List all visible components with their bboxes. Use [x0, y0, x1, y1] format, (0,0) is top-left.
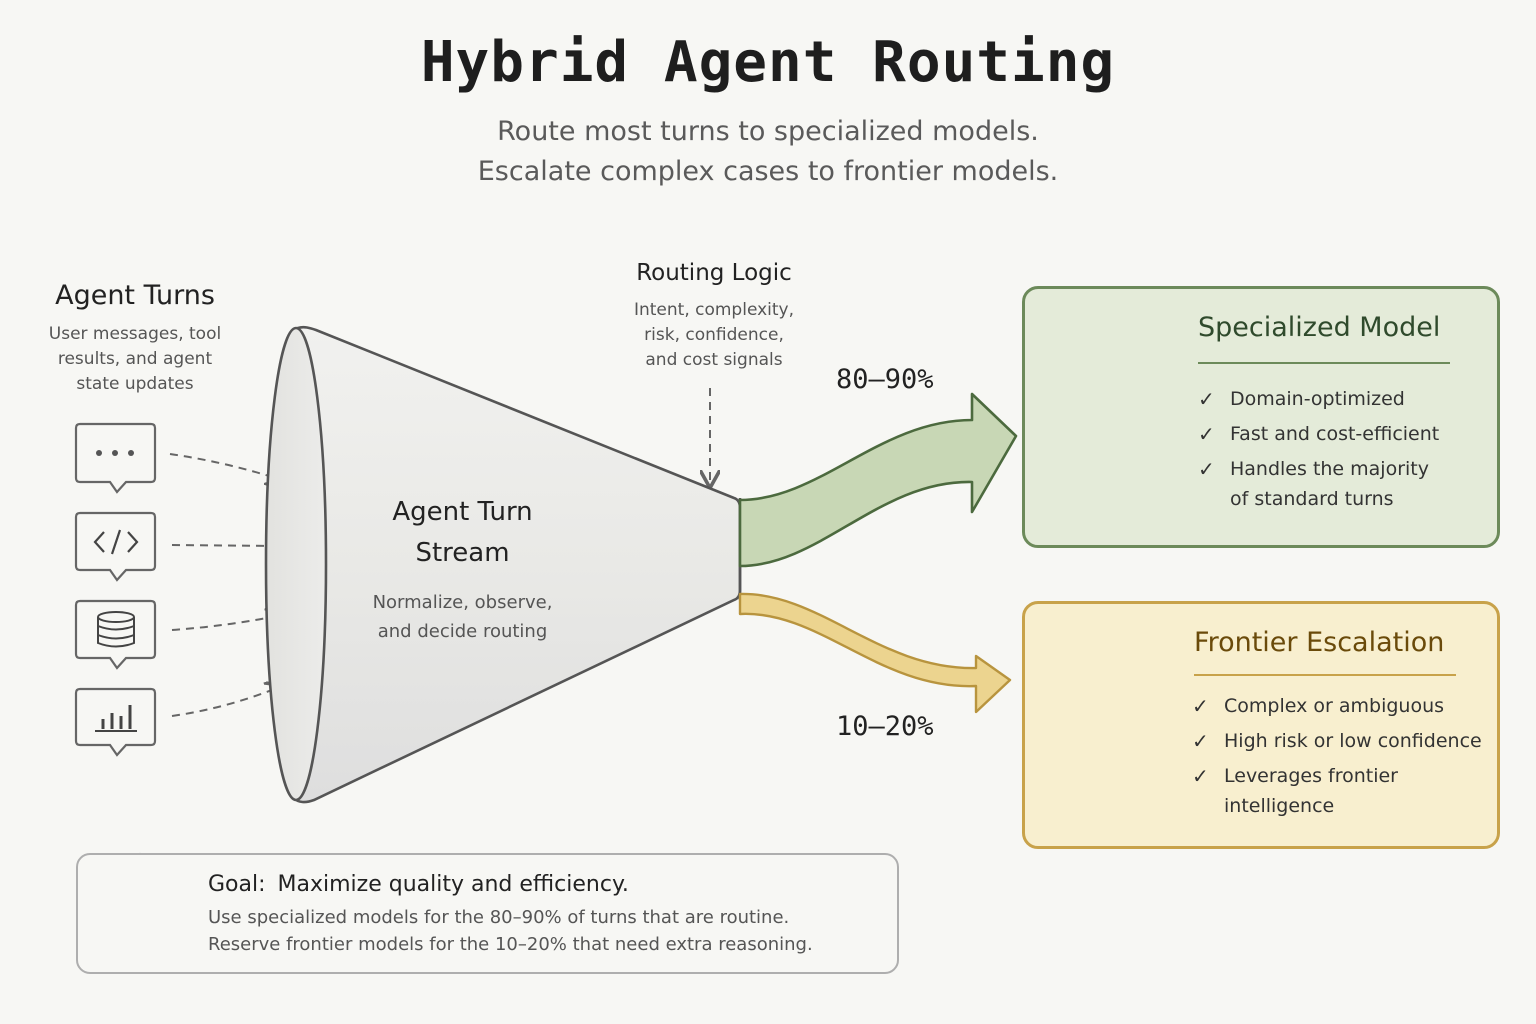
frontier-route-arrow [738, 592, 1012, 714]
specialized-share-label: 80–90% [836, 364, 934, 395]
subtitle-line-2: Escalate complex cases to frontier model… [477, 156, 1059, 187]
list-item: ✓ High risk or low confidence [1192, 726, 1492, 756]
agent-turns-desc-line: state updates [76, 374, 194, 394]
list-item-label: intelligence [1224, 795, 1335, 817]
check-icon: ✓ [1192, 694, 1209, 718]
goal-headline-text: Maximize quality and efficiency. [277, 872, 629, 897]
list-item: ✓ Fast and cost-efficient [1198, 419, 1488, 449]
list-item-label: Fast and cost-efficient [1230, 423, 1440, 445]
funnel-title-line: Stream [415, 538, 510, 568]
check-icon: ✓ [1198, 457, 1215, 481]
routing-logic-description: Intent, complexity, risk, confidence, an… [600, 298, 828, 373]
goal-label: Goal: [208, 872, 266, 897]
list-item-label: Domain-optimized [1230, 388, 1405, 410]
specialized-model-list: ✓ Domain-optimized ✓ Fast and cost-efficie… [1198, 384, 1488, 519]
list-item-label: Complex or ambiguous [1224, 695, 1445, 717]
check-icon: ✓ [1198, 387, 1215, 411]
list-item: ✓ Domain-optimized [1198, 384, 1488, 414]
specialized-route-arrow [738, 392, 1018, 568]
funnel-title: Agent Turn Stream [340, 492, 585, 574]
frontier-share-label: 10–20% [836, 711, 934, 742]
list-item-label: of standard turns [1230, 488, 1394, 510]
list-item-label: Leverages frontier [1224, 765, 1398, 787]
chat-bubble-icon [74, 422, 157, 494]
specialized-model-card [1022, 286, 1500, 548]
check-icon: ✓ [1192, 729, 1209, 753]
agent-turns-title: Agent Turns [55, 280, 215, 311]
funnel-shape [264, 325, 742, 804]
funnel-desc-line: and decide routing [377, 621, 548, 642]
specialized-model-divider [1198, 362, 1450, 364]
goal-line-1: Use specialized models for the 80–90% of… [208, 907, 790, 928]
agent-turns-desc-line: User messages, tool [48, 324, 222, 344]
check-icon: ✓ [1198, 422, 1215, 446]
routing-logic-title: Routing Logic [636, 260, 792, 286]
list-item: ✓ Complex or ambiguous [1192, 691, 1492, 721]
list-item: ✓ Leverages frontier intelligence [1192, 761, 1492, 821]
bar-chart-icon [74, 687, 157, 757]
routing-logic-desc-line: and cost signals [645, 350, 783, 370]
funnel-description: Normalize, observe, and decide routing [340, 588, 585, 646]
agent-turns-description: User messages, tool results, and agent s… [30, 322, 240, 397]
routing-logic-desc-line: risk, confidence, [644, 325, 784, 345]
funnel-desc-line: Normalize, observe, [372, 592, 553, 613]
specialized-model-title: Specialized Model [1198, 312, 1441, 343]
frontier-escalation-divider [1194, 674, 1456, 676]
funnel-title-line: Agent Turn [392, 497, 533, 527]
code-icon [74, 511, 157, 582]
list-item-label: High risk or low confidence [1224, 730, 1482, 752]
subtitle-line-1: Route most turns to specialized models. [497, 116, 1039, 147]
list-item-label: Handles the majority [1230, 458, 1429, 480]
page-title: Hybrid Agent Routing [420, 30, 1116, 95]
database-icon [74, 599, 157, 670]
list-item: ✓ Handles the majority of standard turns [1198, 454, 1488, 514]
frontier-escalation-card [1022, 601, 1500, 849]
routing-logic-desc-line: Intent, complexity, [633, 300, 795, 320]
goal-headline: Goal: Maximize quality and efficiency. [208, 872, 629, 897]
frontier-escalation-title: Frontier Escalation [1194, 627, 1445, 658]
check-icon: ✓ [1192, 764, 1209, 788]
agent-turns-desc-line: results, and agent [57, 349, 213, 369]
goal-box [76, 853, 899, 974]
frontier-escalation-list: ✓ Complex or ambiguous ✓ High risk or low … [1192, 691, 1492, 826]
goal-line-2: Reserve frontier models for the 10–20% t… [208, 934, 813, 955]
